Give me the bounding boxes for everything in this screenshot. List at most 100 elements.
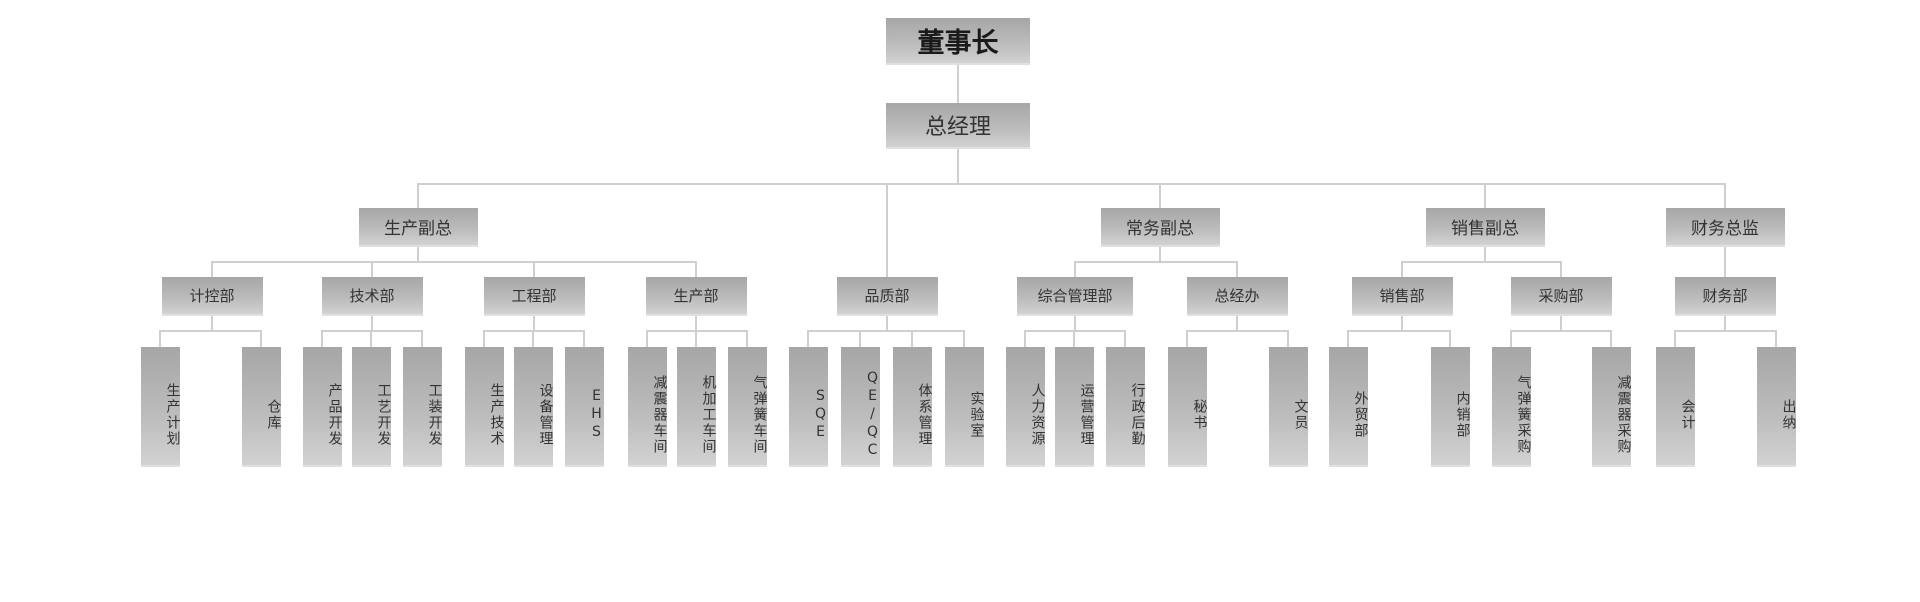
org-node-d-gmo: 总经办 bbox=[1186, 277, 1288, 316]
connector-line bbox=[321, 330, 423, 332]
connector-line bbox=[417, 183, 419, 208]
org-leaf-a21: 外贸部 bbox=[1328, 347, 1369, 467]
connector-line bbox=[1074, 261, 1238, 263]
connector-line bbox=[1449, 330, 1451, 347]
connector-line bbox=[1724, 261, 1726, 277]
org-leaf-a10: 机加工车间 bbox=[676, 347, 717, 467]
connector-line bbox=[260, 330, 262, 347]
connector-line bbox=[911, 330, 913, 347]
connector-line bbox=[957, 149, 959, 183]
org-leaf-a6: 生产技术 bbox=[464, 347, 505, 467]
org-node-gm: 总经理 bbox=[886, 103, 1030, 149]
connector-line bbox=[1236, 316, 1238, 330]
org-leaf-a16: 人力资源 bbox=[1005, 347, 1046, 467]
org-node-d-sales: 销售部 bbox=[1351, 277, 1453, 316]
connector-line bbox=[211, 261, 213, 277]
org-leaf-a1: 生产计划 bbox=[140, 347, 181, 467]
org-leaf-a24: 减震器采购 bbox=[1591, 347, 1632, 467]
connector-line bbox=[417, 183, 1726, 185]
connector-line bbox=[1724, 183, 1726, 208]
org-leaf-a14: 体系管理 bbox=[892, 347, 933, 467]
org-leaf-a18: 行政后勤 bbox=[1105, 347, 1146, 467]
connector-line bbox=[646, 330, 748, 332]
org-leaf-a8: EHS bbox=[564, 347, 605, 467]
connector-line bbox=[1401, 261, 1562, 263]
connector-line bbox=[1024, 330, 1126, 332]
connector-line bbox=[371, 316, 373, 330]
connector-line bbox=[1287, 330, 1289, 347]
org-leaf-a12: SQE bbox=[788, 347, 829, 467]
org-leaf-a19: 秘书 bbox=[1167, 347, 1208, 467]
connector-line bbox=[370, 330, 372, 347]
org-leaf-a4: 工艺开发 bbox=[351, 347, 392, 467]
connector-line bbox=[1024, 330, 1026, 347]
org-node-d-eng: 工程部 bbox=[483, 277, 585, 316]
connector-line bbox=[957, 65, 959, 103]
connector-line bbox=[1510, 330, 1612, 332]
connector-line bbox=[1124, 330, 1126, 347]
connector-line bbox=[159, 330, 262, 332]
connector-line bbox=[646, 330, 648, 347]
connector-line bbox=[417, 247, 419, 261]
connector-line bbox=[807, 330, 965, 332]
connector-line bbox=[1674, 330, 1777, 332]
org-leaf-a17: 运营管理 bbox=[1054, 347, 1095, 467]
connector-line bbox=[1610, 330, 1612, 347]
connector-line bbox=[483, 330, 485, 347]
org-leaf-a22: 内销部 bbox=[1430, 347, 1471, 467]
connector-line bbox=[533, 261, 535, 277]
org-leaf-a23: 气弹簧采购 bbox=[1491, 347, 1532, 467]
org-leaf-a26: 出纳 bbox=[1756, 347, 1797, 467]
connector-line bbox=[1401, 316, 1403, 330]
org-node-cfo: 财务总监 bbox=[1665, 208, 1785, 247]
connector-line bbox=[1510, 330, 1512, 347]
org-node-vp-sales: 销售副总 bbox=[1425, 208, 1545, 247]
connector-line bbox=[483, 330, 585, 332]
connector-line bbox=[1073, 330, 1075, 347]
org-node-d-admin: 综合管理部 bbox=[1017, 277, 1133, 316]
org-leaf-a20: 文员 bbox=[1268, 347, 1309, 467]
connector-line bbox=[1347, 330, 1349, 347]
org-node-d-prod: 生产部 bbox=[645, 277, 747, 316]
connector-line bbox=[807, 330, 809, 347]
connector-line bbox=[1347, 330, 1451, 332]
connector-line bbox=[886, 183, 888, 277]
connector-line bbox=[1775, 330, 1777, 347]
connector-line bbox=[321, 330, 323, 347]
org-node-d-plan: 计控部 bbox=[161, 277, 263, 316]
org-leaf-a13: QE/QC bbox=[840, 347, 881, 467]
org-node-chairman: 董事长 bbox=[886, 18, 1030, 65]
connector-line bbox=[695, 330, 697, 347]
connector-line bbox=[746, 330, 748, 347]
connector-line bbox=[1159, 247, 1161, 261]
org-leaf-a25: 会计 bbox=[1655, 347, 1696, 467]
org-node-vp-prod: 生产副总 bbox=[358, 208, 478, 247]
org-node-d-fin: 财务部 bbox=[1674, 277, 1776, 316]
connector-line bbox=[211, 316, 213, 330]
connector-line bbox=[695, 261, 697, 277]
org-leaf-a11: 气弹簧车间 bbox=[727, 347, 768, 467]
connector-line bbox=[1401, 261, 1403, 277]
org-leaf-a15: 实验室 bbox=[944, 347, 985, 467]
org-leaf-a7: 设备管理 bbox=[513, 347, 554, 467]
connector-line bbox=[532, 330, 534, 347]
connector-line bbox=[1484, 247, 1486, 261]
connector-line bbox=[211, 261, 697, 263]
connector-line bbox=[963, 330, 965, 347]
connector-line bbox=[1186, 330, 1188, 347]
connector-line bbox=[583, 330, 585, 347]
connector-line bbox=[1484, 183, 1486, 208]
connector-line bbox=[1724, 247, 1726, 261]
org-leaf-a3: 产品开发 bbox=[302, 347, 343, 467]
connector-line bbox=[421, 330, 423, 347]
connector-line bbox=[695, 316, 697, 330]
connector-line bbox=[886, 316, 888, 330]
connector-line bbox=[1724, 316, 1726, 330]
connector-line bbox=[1186, 330, 1289, 332]
connector-line bbox=[1560, 316, 1562, 330]
connector-line bbox=[371, 261, 373, 277]
org-node-d-tech: 技术部 bbox=[321, 277, 423, 316]
connector-line bbox=[1074, 316, 1076, 330]
org-leaf-a2: 仓库 bbox=[241, 347, 282, 467]
connector-line bbox=[1074, 261, 1076, 277]
